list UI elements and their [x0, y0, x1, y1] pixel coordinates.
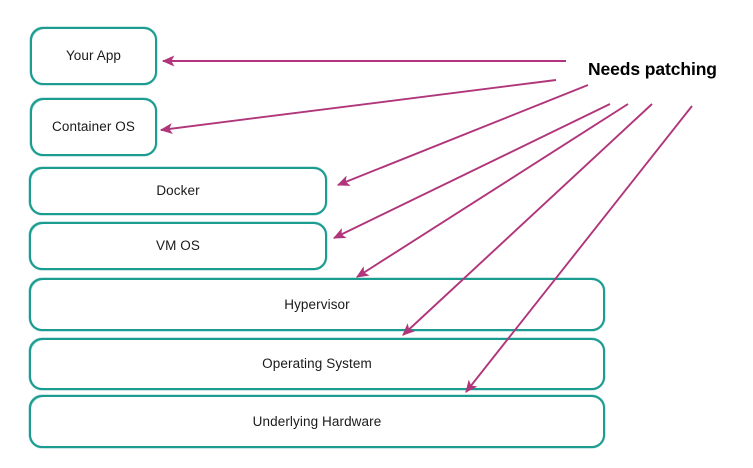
- needs-patching-arrow: [332, 103, 611, 239]
- layer-label: Hypervisor: [284, 296, 350, 312]
- layer-label: Docker: [156, 183, 200, 199]
- layer-box-docker[interactable]: Docker: [29, 167, 327, 215]
- layer-label: Operating System: [262, 356, 372, 372]
- layer-box-your-app[interactable]: Your App: [30, 27, 157, 85]
- layer-label: Container OS: [52, 119, 135, 135]
- layer-label: VM OS: [155, 238, 200, 254]
- layer-label: Your App: [65, 48, 122, 64]
- layer-box-underlying-hardware[interactable]: Underlying Hardware: [29, 395, 605, 448]
- needs-patching-arrow: [356, 103, 629, 278]
- needs-patching-arrow: [159, 79, 557, 135]
- needs-patching-label: Needs patching: [588, 59, 717, 79]
- layer-box-operating-system[interactable]: Operating System: [29, 338, 605, 390]
- layer-box-container-os[interactable]: Container OS: [30, 98, 157, 156]
- layer-box-hypervisor[interactable]: Hypervisor: [29, 278, 605, 331]
- needs-patching-arrow: [336, 84, 589, 186]
- layer-box-vm-os[interactable]: VM OS: [29, 222, 327, 270]
- layer-label: Underlying Hardware: [252, 413, 382, 429]
